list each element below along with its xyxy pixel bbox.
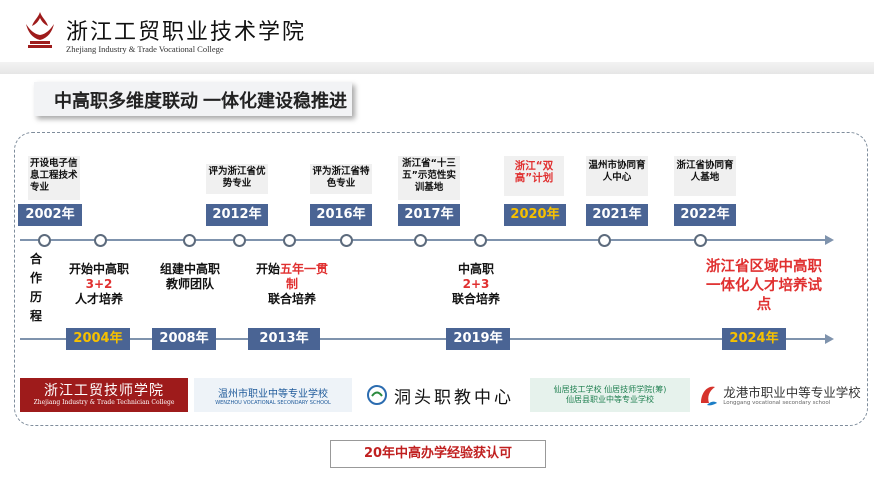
timeline-dot: [283, 234, 296, 247]
event-2020: 浙江“双高”计划: [504, 156, 564, 196]
timeline-dot: [598, 234, 611, 247]
partner-logo-dongtou-center: 洞头职教中心: [358, 378, 522, 412]
experience-caption: 20年中高办学经验获认可: [330, 440, 546, 468]
year-2020: 2020年: [504, 204, 566, 226]
cooperation-history-label: 合作历程: [29, 252, 42, 323]
event-2021: 温州市协同育人中心: [586, 156, 648, 196]
longgang-emblem-icon: [701, 386, 718, 406]
bottom-timeline-line: [20, 338, 826, 340]
logo-4-name-a: 仙居技工学校 仙居技师学院(筹): [553, 385, 667, 394]
partner-logo-wenzhou-school: 温州市职业中等专业学校 WENZHOU VOCATIONAL SECONDARY…: [194, 378, 352, 412]
event-2022: 浙江省协同育人基地: [674, 156, 736, 196]
event-2013: 开始五年一贯制 联合培养: [254, 262, 330, 307]
timeline-dot: [474, 234, 487, 247]
timeline-dot: [340, 234, 353, 247]
event-2016: 评为浙江省特色专业: [310, 164, 372, 194]
year-2008: 2008年: [152, 328, 216, 350]
partner-logo-technician-college: 浙江工贸技师学院 Zhejiang Industry & Trade Techn…: [20, 378, 188, 412]
year-2022: 2022年: [674, 204, 736, 226]
event-2019-text-c: 联合培养: [451, 292, 500, 306]
logo-3-name-cn: 洞头职教中心: [394, 387, 514, 408]
partner-logo-longgang-school: 龙港市职业中等专业学校 Longgang vocational secondar…: [694, 378, 864, 412]
event-2004-text-b: 3+2: [85, 277, 113, 291]
event-2017: 浙江省“十三五”示范性实训基地: [398, 156, 460, 200]
event-2024: 浙江省区域中高职一体化人才培养试点: [706, 259, 822, 313]
title-panel: [34, 82, 352, 116]
dongtou-emblem-icon: [367, 385, 387, 405]
college-name-en: Zhejiang Industry & Trade Vocational Col…: [66, 44, 224, 54]
timeline-dot: [38, 234, 51, 247]
top-arrow-icon: [825, 235, 834, 245]
event-2012: 评为浙江省优势专业: [206, 164, 268, 194]
event-2008: 组建中高职教师团队: [160, 262, 221, 291]
timeline-dot: [414, 234, 427, 247]
bottom-arrow-icon: [825, 334, 834, 344]
event-2019-text-b: 2+3: [462, 277, 490, 291]
event-2013-text-c: 联合培养: [267, 292, 316, 306]
event-2013-text-a: 开始: [255, 262, 280, 276]
logo-4-name-b: 仙居县职业中等专业学校: [566, 395, 654, 404]
event-2013-text-b: 五年一贯制: [280, 262, 329, 291]
event-2004-text-a: 开始中高职: [68, 262, 129, 276]
logo-1-name-cn: 浙江工贸技师学院: [44, 383, 164, 399]
timeline-dot: [233, 234, 246, 247]
college-name-cn: 浙江工贸职业技术学院: [66, 20, 307, 45]
logo-2-name-cn: 温州市职业中等专业学校: [218, 388, 328, 400]
year-2012: 2012年: [206, 204, 268, 226]
logo-1-name-en: Zhejiang Industry & Trade Technician Col…: [33, 399, 175, 406]
college-logo-icon: [26, 12, 54, 48]
partner-logo-xianju-school: 仙居技工学校 仙居技师学院(筹) 仙居县职业中等专业学校: [530, 378, 690, 412]
event-2004: 开始中高职3+2 人才培养: [66, 262, 132, 307]
logo-5-name-en: Longgang vocational secondary school: [723, 399, 831, 406]
year-2017: 2017年: [398, 204, 460, 226]
year-2016: 2016年: [310, 204, 372, 226]
timeline-dot: [694, 234, 707, 247]
timeline-dot: [94, 234, 107, 247]
year-2004: 2004年: [66, 328, 130, 350]
year-2021: 2021年: [586, 204, 648, 226]
year-2024: 2024年: [722, 328, 786, 350]
year-2002: 2002年: [18, 204, 82, 226]
event-2019: 中高职 2+3 联合培养: [440, 262, 512, 307]
event-2004-text-c: 人才培养: [74, 292, 123, 306]
logo-5-name-cn: 龙港市职业中等专业学校: [723, 384, 861, 400]
event-2019-text-a: 中高职: [457, 262, 494, 276]
page-title: 中高职多维度联动 一体化建设稳推进: [54, 91, 347, 111]
year-2019: 2019年: [446, 328, 510, 350]
logo-2-name-en: WENZHOU VOCATIONAL SECONDARY SCHOOL: [215, 399, 331, 406]
event-2002: 开设电子信息工程技术专业: [28, 156, 80, 200]
timeline-frame: [14, 132, 868, 426]
header-divider: [0, 62, 874, 74]
timeline-dot: [183, 234, 196, 247]
year-2013: 2013年: [248, 328, 320, 350]
